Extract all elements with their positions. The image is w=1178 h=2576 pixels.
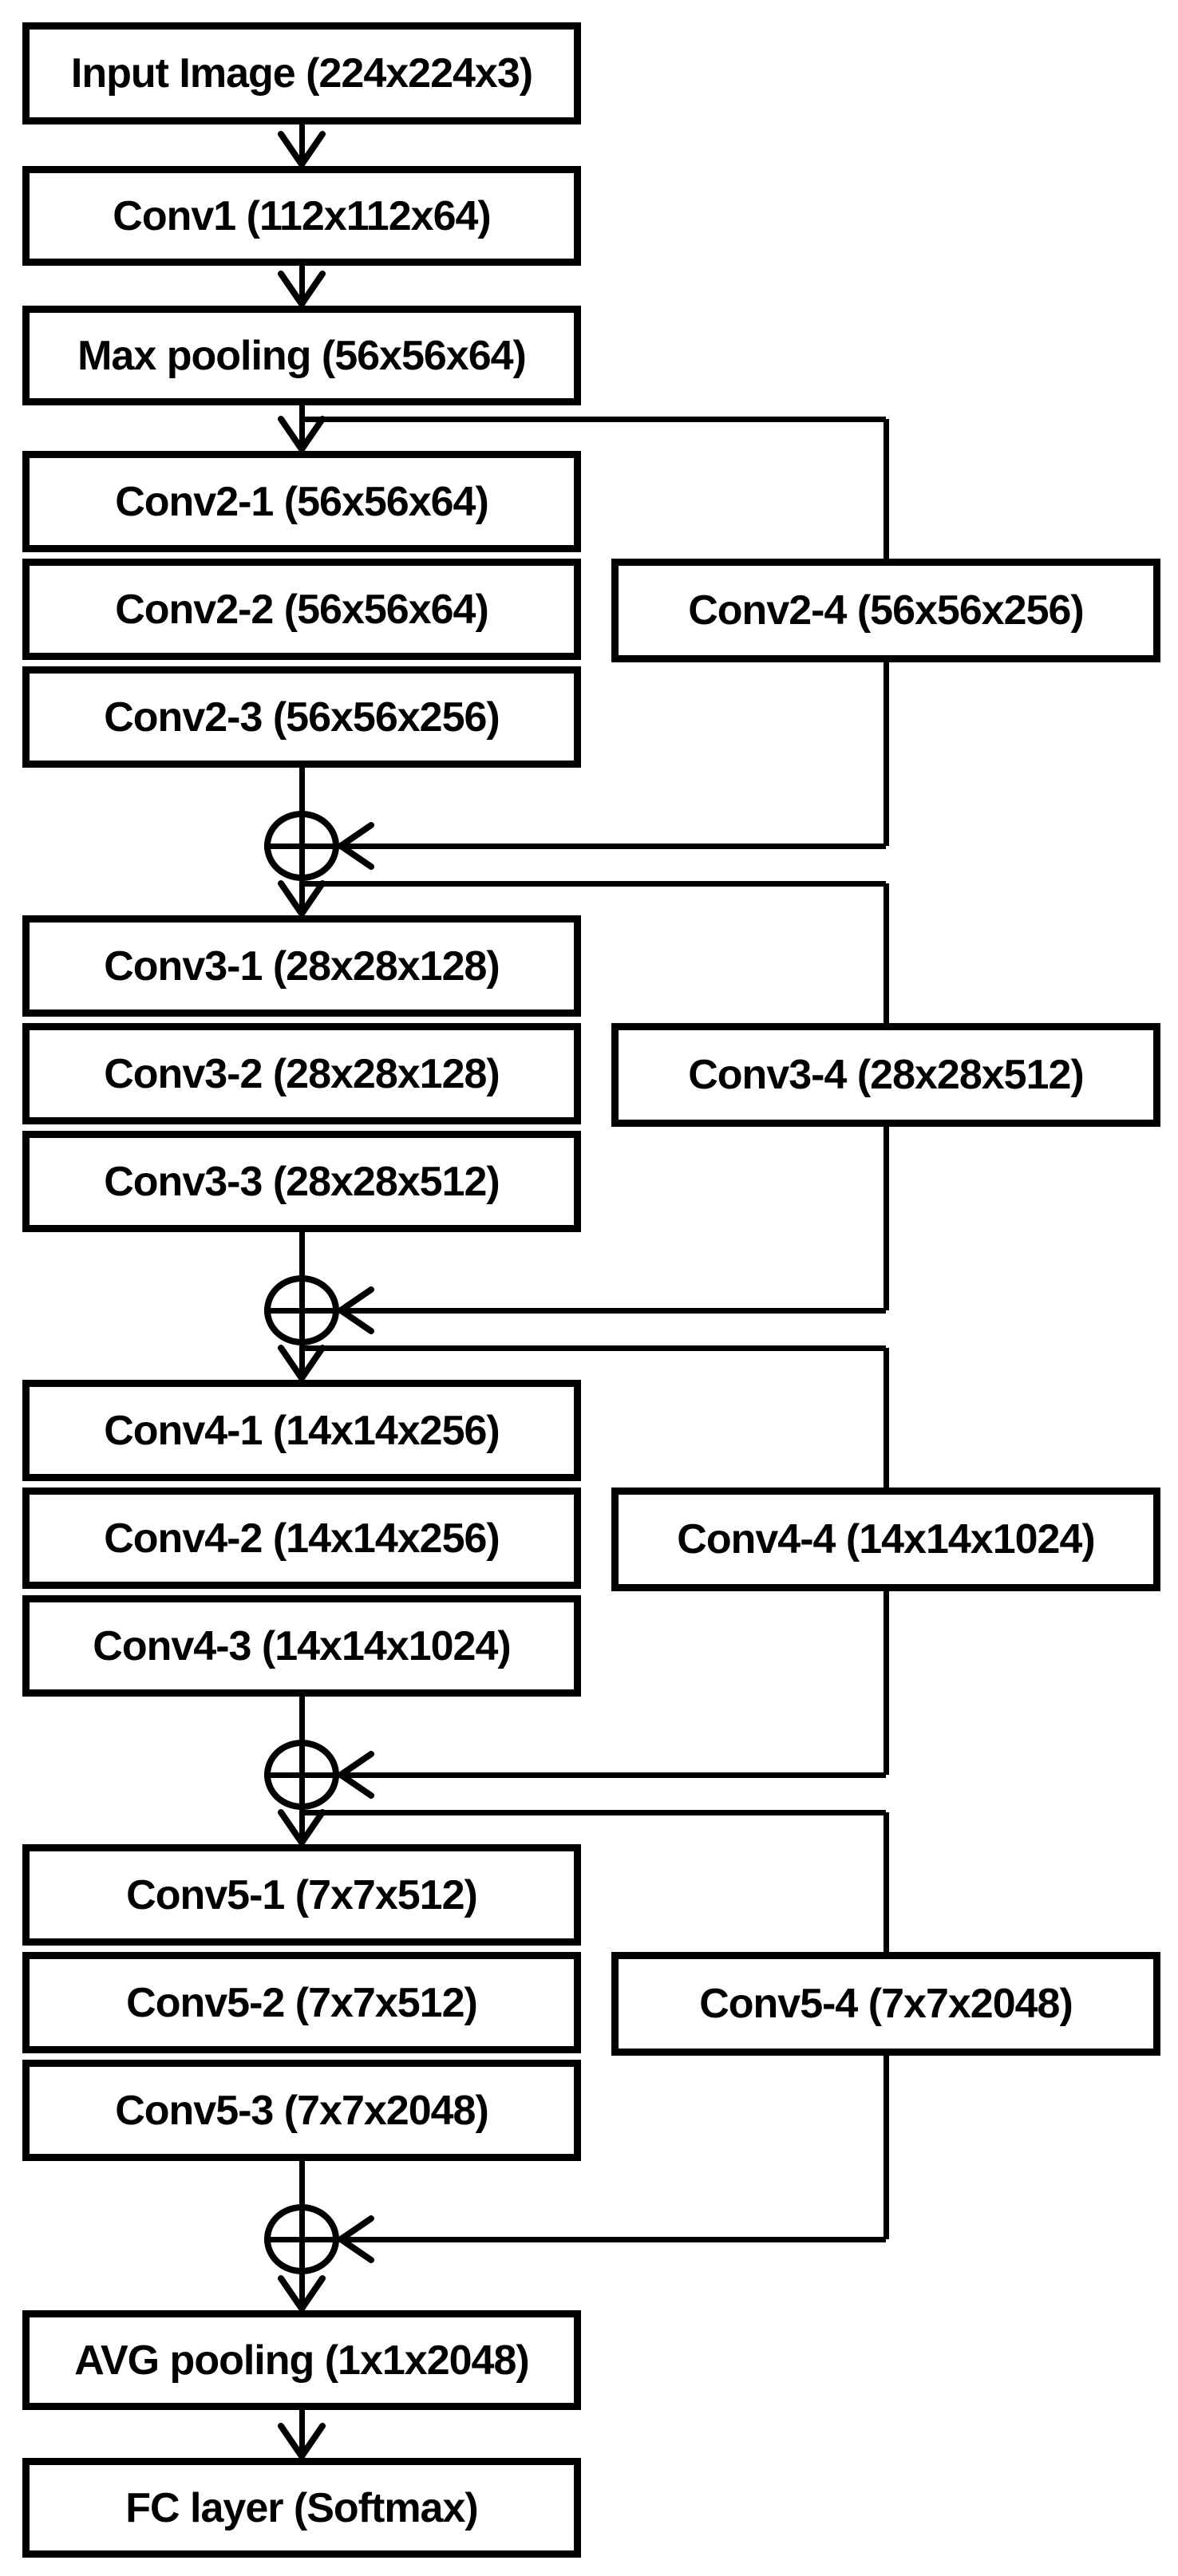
arrow-left-icon	[338, 822, 374, 870]
node-conv4-2: Conv4-2 (14x14x256)	[22, 1488, 581, 1589]
add-merge-icon	[264, 1740, 339, 1810]
connector-split-line	[302, 1810, 886, 1815]
connector-main-line	[299, 266, 305, 306]
arrow-down-icon	[278, 1809, 326, 1846]
arrow-down-icon	[278, 271, 326, 307]
arrow-left-icon	[338, 2215, 374, 2263]
arrow-down-icon	[278, 131, 326, 168]
connector-skip-line	[264, 2237, 886, 2242]
connector-main-line	[299, 124, 305, 166]
node-conv2-1: Conv2-1 (56x56x64)	[22, 451, 581, 552]
node-max-pooling: Max pooling (56x56x64)	[22, 306, 581, 405]
node-conv4-3: Conv4-3 (14x14x1024)	[22, 1595, 581, 1697]
node-conv1: Conv1 (112x112x64)	[22, 166, 581, 266]
node-conv5-2: Conv5-2 (7x7x512)	[22, 1952, 581, 2053]
node-conv3-3: Conv3-3 (28x28x512)	[22, 1131, 581, 1232]
add-merge-icon	[264, 2204, 339, 2274]
connector-skip-line	[884, 1812, 889, 1952]
connector-skip-line	[884, 883, 889, 1023]
node-fc-layer: FC layer (Softmax)	[22, 2458, 581, 2558]
arrow-down-icon	[278, 880, 326, 917]
connector-skip-line	[884, 1591, 889, 1775]
connector-split-line	[302, 1345, 886, 1351]
node-avg-pooling: AVG pooling (1x1x2048)	[22, 2310, 581, 2410]
node-conv4-4: Conv4-4 (14x14x1024)	[611, 1488, 1160, 1591]
connector-skip-line	[264, 1308, 886, 1314]
connector-main-line	[299, 405, 305, 451]
connector-skip-line	[884, 662, 889, 846]
node-conv5-3: Conv5-3 (7x7x2048)	[22, 2060, 581, 2161]
node-conv3-1: Conv3-1 (28x28x128)	[22, 915, 581, 1017]
node-input-image: Input Image (224x224x3)	[22, 22, 581, 124]
connector-split-line	[302, 417, 886, 422]
arrow-left-icon	[338, 1751, 374, 1799]
arrow-left-icon	[338, 1286, 374, 1334]
node-conv3-4: Conv3-4 (28x28x512)	[611, 1023, 1160, 1127]
connector-skip-line	[884, 1348, 889, 1488]
connector-skip-line	[884, 1127, 889, 1310]
connector-split-line	[302, 881, 886, 887]
node-conv2-2: Conv2-2 (56x56x64)	[22, 559, 581, 660]
node-conv5-4: Conv5-4 (7x7x2048)	[611, 1952, 1160, 2056]
add-merge-icon	[264, 1275, 339, 1345]
arrow-down-icon	[278, 416, 326, 452]
add-merge-icon	[264, 811, 339, 881]
connector-skip-line	[884, 2056, 889, 2239]
arrow-down-icon	[278, 2275, 326, 2312]
connector-skip-line	[264, 1772, 886, 1778]
node-conv2-4: Conv2-4 (56x56x256)	[611, 559, 1160, 662]
node-conv4-1: Conv4-1 (14x14x256)	[22, 1380, 581, 1481]
arrow-down-icon	[278, 2423, 326, 2459]
connector-main-line	[299, 2410, 305, 2458]
node-conv2-3: Conv2-3 (56x56x256)	[22, 666, 581, 768]
connector-skip-line	[884, 419, 889, 559]
connector-skip-line	[264, 844, 886, 849]
arrow-down-icon	[278, 1345, 326, 1381]
node-conv3-2: Conv3-2 (28x28x128)	[22, 1023, 581, 1124]
node-conv5-1: Conv5-1 (7x7x512)	[22, 1844, 581, 1946]
